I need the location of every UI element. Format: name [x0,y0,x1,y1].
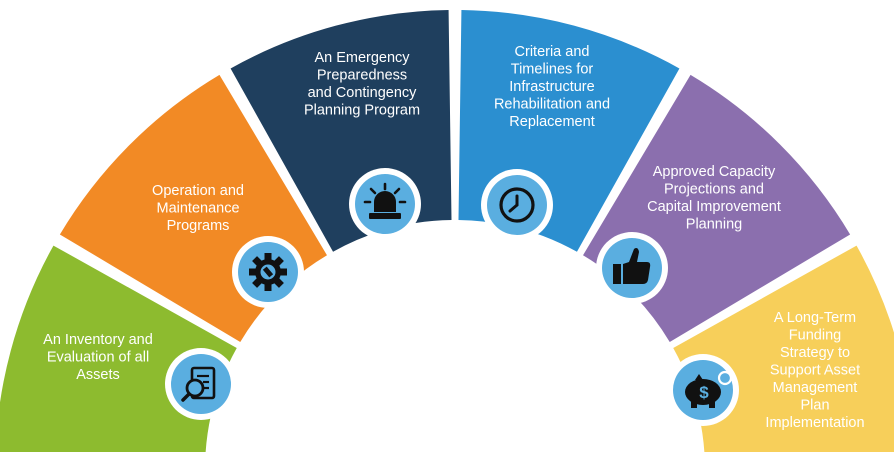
segment-label-line: Planning [686,217,742,233]
piggy-bank-icon: $ [685,370,733,408]
alarm-light-icon [363,182,407,219]
piggy-bank-badge: $ [667,354,739,426]
segment-label-line: Timelines for [511,62,594,78]
segment-label-line: Criteria and [515,44,590,60]
segment-label-line: Plan [800,398,829,414]
thumbs-up-icon [613,248,651,284]
segment-label-line: Rehabilitation and [494,97,610,113]
svg-text:$: $ [699,383,709,402]
segment-label-line: and Contingency [308,85,418,101]
segment-label-line: A Long-Term [774,310,856,326]
thumbs-up-badge [596,232,668,304]
segment-label-line: Support Asset [770,363,860,379]
segment-label-line: Operation and [152,183,244,199]
alarm-light-badge [349,168,421,240]
segment-label-line: An Inventory and [43,332,153,348]
segment-label-line: Implementation [765,415,864,431]
segment-label-line: Funding [789,328,841,344]
gear-wrench-icon [249,253,287,291]
segment-label-line: Management [773,380,858,396]
document-search-icon [181,366,216,402]
gear-wrench-badge [232,236,304,308]
segment-label-line: Strategy to [780,345,850,361]
segment-label-line: Projections and [664,182,764,198]
segment-label-line: Planning Program [304,103,420,119]
segment-label-line: Assets [76,367,120,383]
segment-label-line: Infrastructure [509,79,594,95]
segment-label-line: An Emergency [314,50,410,66]
segment-label-line: Approved Capacity [653,164,776,180]
segment-label-line: Maintenance [156,201,239,217]
segment-label-line: Capital Improvement [647,199,781,215]
clock-badge [481,169,553,241]
document-search-badge [165,348,237,420]
segment-label-line: Programs [167,218,230,234]
segment-label-line: Evaluation of all [47,350,149,366]
segment-label-line: Preparedness [317,68,407,84]
clock-icon [499,187,535,223]
segment-label-line: Replacement [509,114,594,130]
